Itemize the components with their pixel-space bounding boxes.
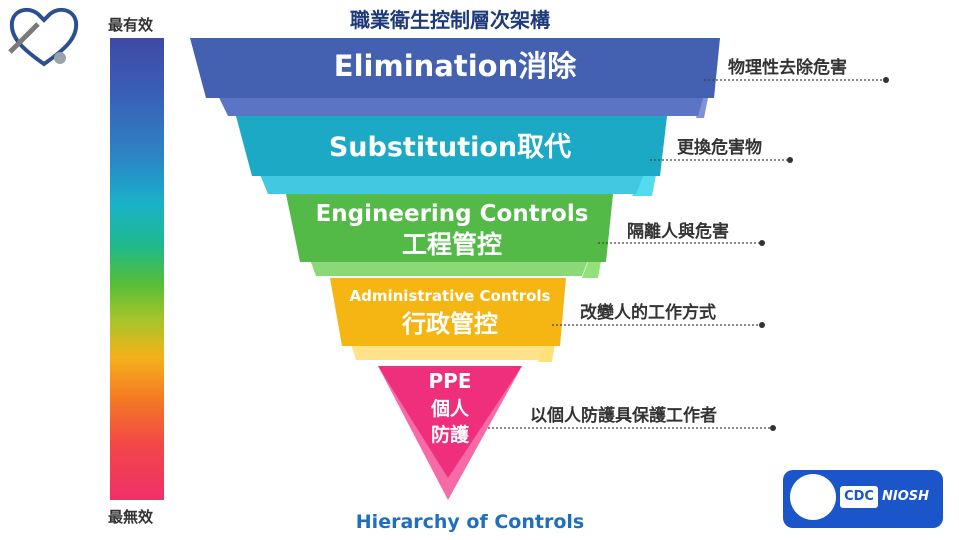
hhs-seal-icon (790, 474, 836, 520)
substitution-description: 更換危害物 (677, 138, 762, 158)
level-elimination: Elimination消除 (190, 38, 720, 118)
leader-lines (488, 77, 889, 431)
level-elimination-text: Elimination消除 (334, 49, 577, 83)
level-administrative-text-zh: 行政管控 (401, 310, 498, 338)
least-effective-label: 最無效 (108, 508, 154, 526)
engineering-description: 隔離人與危害 (627, 222, 729, 242)
level-ppe-text-en: PPE (429, 369, 472, 393)
cdc-logo-text: CDC (840, 486, 878, 508)
level-ppe: PPE 個人 防護 (378, 366, 522, 500)
level-engineering-text-en: Engineering Controls (316, 201, 589, 227)
diagram-footer-title: Hierarchy of Controls (355, 511, 585, 533)
niosh-logo-text: NIOSH (882, 489, 930, 504)
level-ppe-text-zh2: 防護 (431, 423, 470, 446)
level-engineering-text-zh: 工程管控 (402, 230, 502, 259)
most-effective-label: 最有效 (108, 16, 154, 34)
level-administrative: Administrative Controls 行政管控 (330, 278, 566, 362)
ppe-description: 以個人防護具保護工作者 (530, 406, 717, 426)
effectiveness-gradient-bar (110, 38, 164, 500)
level-administrative-text-en: Administrative Controls (350, 287, 551, 305)
stethoscope-heart-icon (8, 7, 79, 67)
level-substitution: Substitution取代 (236, 116, 667, 196)
elimination-description: 物理性去除危害 (728, 58, 847, 78)
diagram-title: 職業衛生控制層次架構 (350, 8, 550, 32)
level-substitution-text: Substitution取代 (329, 132, 571, 163)
level-engineering: Engineering Controls 工程管控 (286, 194, 613, 278)
administrative-description: 改變人的工作方式 (580, 303, 716, 323)
level-ppe-text-zh1: 個人 (430, 398, 470, 420)
